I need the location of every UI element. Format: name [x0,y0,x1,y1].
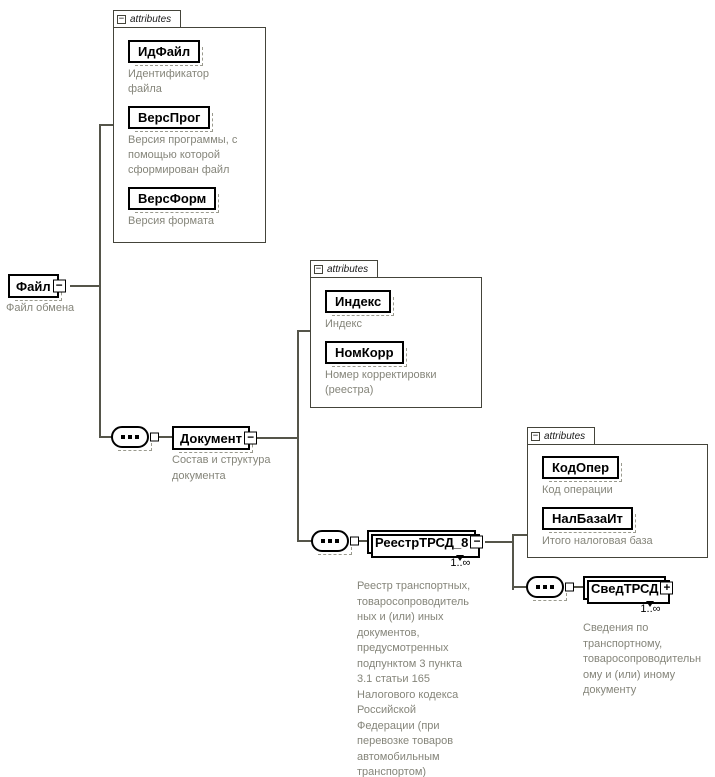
connector-line [70,285,101,287]
collapse-children-icon[interactable]: − [52,279,66,293]
attribute-indeks[interactable]: Индекс [325,290,395,316]
attributes-box-document: − attributes Индекс Индекс НомКорр Номер… [310,260,482,408]
element-reestrtrsd8[interactable]: РеестрТРСД_8 − 1..∞ [367,530,484,569]
attribute-annotation: Код операции [542,484,613,496]
occurrence-marker-icon [646,601,655,607]
sequence-dots-icon [550,585,554,589]
attribute-item: НалБазаИт Итого налоговая база [542,507,701,549]
connector-line [354,540,368,542]
occurrence-marker-icon [456,555,465,561]
attributes-box-reestr: − attributes КодОпер Код операции НалБаз… [527,427,708,558]
sequence-dots-icon [543,585,547,589]
attribute-annotation: Номер корректировки (реестра) [325,369,437,396]
attribute-item: КодОпер Код операции [542,456,701,498]
attribute-item: ВерсФорм Версия формата [128,187,259,229]
attribute-nal-baza-it[interactable]: НалБазаИт [542,507,636,533]
element-svedtrsd-label: СведТРСД [591,580,659,596]
attributes-tab-label: attributes [544,430,586,442]
attributes-tab[interactable]: − attributes [527,427,596,445]
attribute-annotation: Индекс [325,318,362,330]
sequence-handle [350,536,359,546]
attribute-annotation: Версия программы, с помощью которой сфор… [128,134,238,176]
collapse-children-icon[interactable]: − [244,431,257,445]
attribute-item: ИдФайл Идентификатор файла [128,40,259,97]
attributes-tab-label: attributes [130,13,172,25]
connector-line [297,330,299,542]
attributes-tab[interactable]: − attributes [113,10,182,28]
sequence-dots-icon [335,539,339,543]
sequence-dots-icon [135,435,139,439]
attributes-list: ИдФайл Идентификатор файла ВерсПрог Верс… [114,28,265,244]
element-svedtrsd[interactable]: СведТРСД + 1..∞ [583,576,674,615]
sequence-dots-icon [321,539,325,543]
element-dokument[interactable]: Документ − [172,426,257,453]
sequence-dots-icon [328,539,332,543]
attribute-nom-korr[interactable]: НомКорр [325,341,407,367]
attribute-annotation: Версия формата [128,215,214,227]
connector-line [297,330,311,332]
attributes-list: КодОпер Код операции НалБазаИт Итого нал… [528,445,707,564]
element-reestrtrsd8-annotation: Реестр транспортных, товаросопроводитель… [357,580,471,777]
connector-line [256,437,299,439]
attribute-vers-prog[interactable]: ВерсПрог [128,106,214,132]
connector-line [99,124,114,126]
element-dokument-label: Документ [180,430,242,446]
connector-line [512,534,528,536]
connector-line [154,436,173,438]
collapse-children-icon[interactable]: − [470,535,484,549]
occurrence-label: 1..∞ [450,557,471,569]
connector-line [297,540,312,542]
sequence-compositor[interactable] [111,426,159,451]
collapse-icon[interactable]: − [531,430,540,441]
attribute-kod-oper[interactable]: КодОпер [542,456,623,482]
connector-line [568,586,584,588]
collapse-icon[interactable]: − [314,263,323,274]
attributes-box-file: − attributes ИдФайл Идентификатор файла … [113,10,266,244]
attribute-item: Индекс Индекс [325,290,475,332]
expand-children-icon[interactable]: + [660,581,674,595]
sequence-handle [565,582,574,592]
attribute-vers-form[interactable]: ВерсФорм [128,187,220,213]
attribute-item: ВерсПрог Версия программы, с помощью кот… [128,106,259,178]
element-fajl[interactable]: Файл − [8,274,66,301]
sequence-dots-icon [536,585,540,589]
element-fajl-label: Файл [16,278,51,294]
sequence-compositor[interactable] [311,530,359,555]
attribute-id-file[interactable]: ИдФайл [128,40,204,66]
element-fajl-annotation: Файл обмена [6,302,75,314]
connector-line [512,534,514,590]
element-reestrtrsd8-label: РеестрТРСД_8 [375,534,469,550]
attribute-annotation: Итого налоговая база [542,535,653,547]
occurrence-label: 1..∞ [640,603,661,615]
attributes-tab[interactable]: − attributes [310,260,379,278]
attributes-tab-label: attributes [327,263,369,275]
collapse-icon[interactable]: − [117,13,126,24]
sequence-dots-icon [121,435,125,439]
attributes-list: Индекс Индекс НомКорр Номер корректировк… [311,278,481,413]
element-dokument-annotation: Состав и структура документа [172,454,271,482]
sequence-dots-icon [128,435,132,439]
element-svedtrsd-annotation: Сведения по транспортному, товаросопрово… [583,622,702,696]
sequence-handle [150,432,159,442]
sequence-compositor[interactable] [526,576,574,601]
attribute-item: НомКорр Номер корректировки (реестра) [325,341,475,398]
connector-line [99,124,101,438]
connector-line [512,586,527,588]
connector-line [99,436,112,438]
connector-line [485,541,513,543]
attribute-annotation: Идентификатор файла [128,68,209,95]
